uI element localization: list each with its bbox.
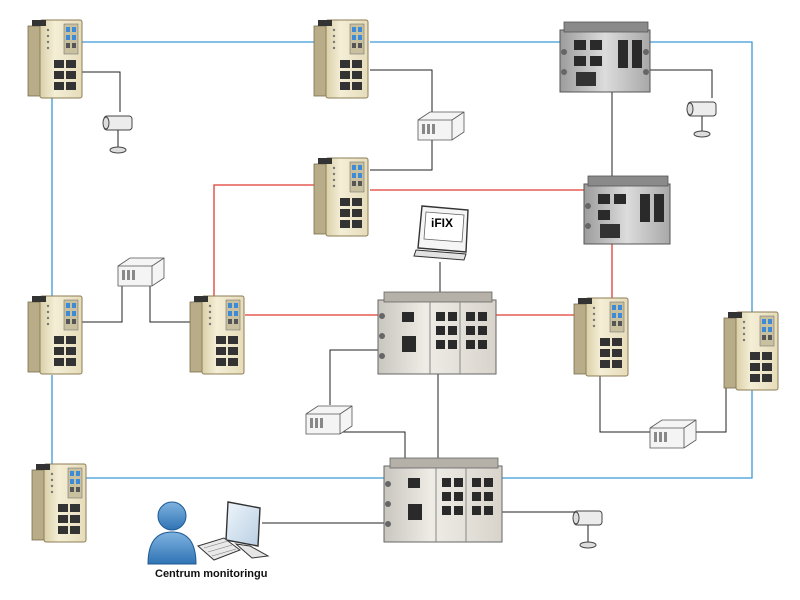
- io-module-icon: [649, 419, 697, 449]
- din-rail-switch-icon: [27, 19, 83, 99]
- workstation-icon: [196, 501, 270, 561]
- user-icon: [147, 501, 197, 565]
- din-rail-switch-icon: [723, 311, 779, 391]
- scada-label: iFIX: [431, 216, 454, 230]
- device-link-lines: [82, 69, 727, 524]
- io-module-icon: [117, 257, 165, 287]
- din-rail-switch-icon: [313, 157, 369, 237]
- ip-camera-icon: [102, 115, 133, 154]
- monitoring-center-label: Centrum monitoringu: [155, 568, 268, 580]
- monitor-icon: [413, 205, 469, 261]
- din-rail-switch-icon: [31, 463, 87, 543]
- din-rail-switch-icon: [189, 295, 245, 375]
- modular-switch-icon: [559, 21, 651, 93]
- din-rail-switch-icon: [573, 297, 629, 377]
- din-rail-switch-icon: [27, 295, 83, 375]
- ip-camera-icon: [572, 510, 603, 549]
- ip-camera-icon: [686, 101, 717, 138]
- io-module-icon: [417, 111, 465, 141]
- din-rail-switch-icon: [313, 19, 369, 99]
- modular-switch-icon: [383, 457, 503, 543]
- modular-switch-icon: [583, 175, 671, 245]
- io-module-icon: [305, 405, 353, 435]
- modular-switch-icon: [377, 291, 497, 375]
